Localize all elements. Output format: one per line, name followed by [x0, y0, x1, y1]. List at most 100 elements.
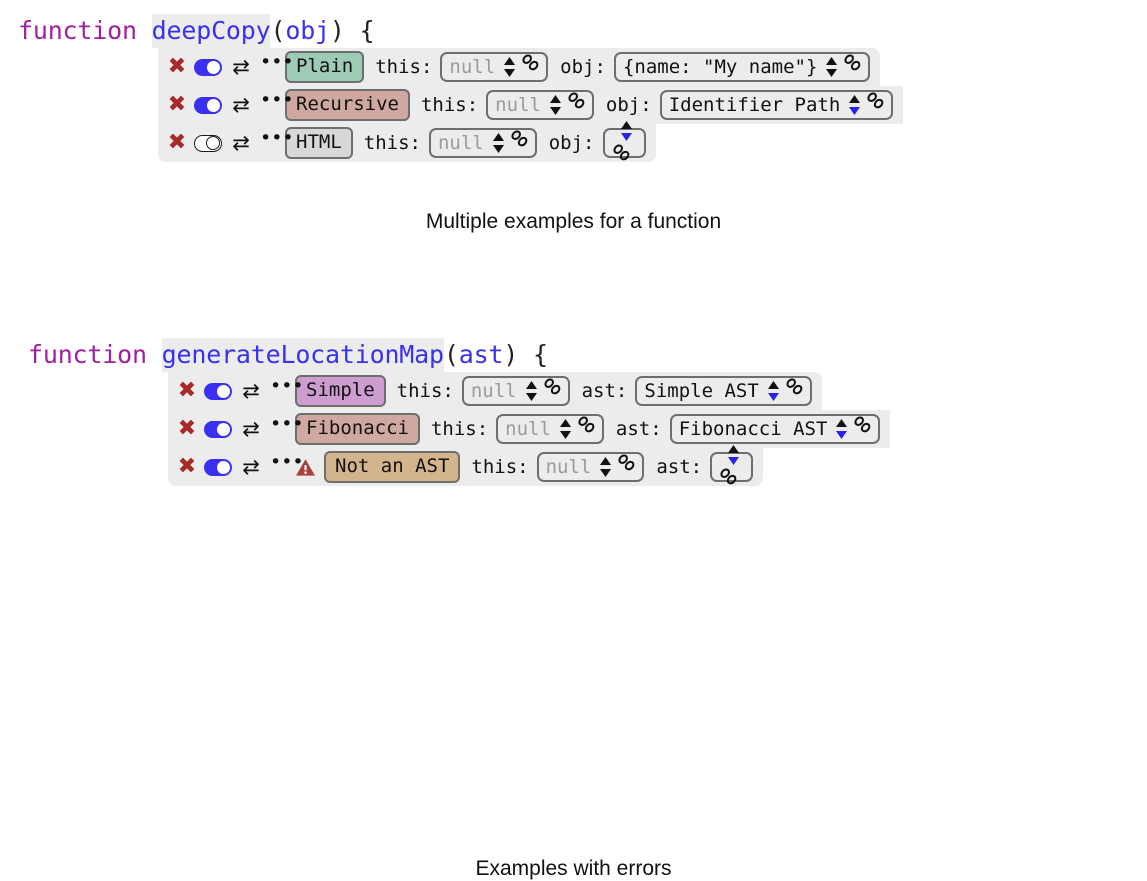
argument-value: null — [545, 455, 592, 478]
argument-value-field[interactable]: Fibonacci AST — [669, 414, 881, 444]
value-stepper[interactable] — [559, 418, 572, 440]
link-chain-icon[interactable] — [843, 53, 862, 72]
block-caption: Multiple examples for a function — [425, 210, 722, 233]
example-name-chip[interactable]: Recursive — [285, 89, 410, 121]
argument-value — [719, 444, 745, 490]
value-stepper[interactable] — [848, 94, 861, 116]
panel-wrapper: function generateLocationMap ( ast ) { ✖… — [0, 338, 1147, 486]
value-stepper[interactable] — [492, 132, 505, 154]
example-name-chip[interactable]: Fibonacci — [295, 413, 420, 445]
value-stepper[interactable] — [767, 380, 780, 402]
argument-label: ast: — [615, 418, 662, 440]
swap-arrows-icon[interactable]: ⇄ — [242, 378, 260, 403]
value-stepper[interactable] — [825, 56, 838, 78]
more-options-icon[interactable]: ••• — [260, 88, 294, 111]
swap-arrows-icon[interactable]: ⇄ — [242, 416, 260, 441]
value-stepper[interactable] — [599, 456, 612, 478]
value-stepper[interactable] — [525, 380, 538, 402]
close-x-icon[interactable]: ✖ — [177, 416, 197, 441]
link-chain-icon[interactable] — [866, 91, 885, 110]
enable-toggle[interactable] — [204, 458, 232, 476]
function-signature: function generateLocationMap ( ast ) { — [0, 338, 1147, 372]
argument-label: this: — [363, 132, 421, 154]
warning-triangle-icon[interactable] — [295, 458, 316, 477]
link-chain-icon[interactable] — [543, 377, 562, 396]
argument-value — [612, 120, 638, 166]
close-paren: ) — [329, 16, 345, 45]
argument-label: obj: — [605, 94, 652, 116]
function-signature: function deepCopy ( obj ) { — [0, 14, 1147, 48]
value-stepper[interactable] — [503, 56, 516, 78]
close-x-icon[interactable]: ✖ — [167, 54, 187, 79]
argument-value-field[interactable]: null — [536, 452, 645, 482]
enable-toggle[interactable] — [204, 420, 232, 438]
link-chain-icon[interactable] — [510, 129, 529, 148]
argument-value-field[interactable]: null — [440, 52, 549, 82]
argument-value-field[interactable] — [602, 120, 646, 160]
more-options-icon[interactable]: ••• — [270, 412, 304, 435]
argument-label: this: — [471, 456, 529, 478]
link-chain-icon[interactable] — [612, 143, 638, 162]
function-name: generateLocationMap — [161, 338, 444, 372]
argument-value-field[interactable]: null — [496, 414, 604, 444]
value-stepper[interactable] — [620, 120, 633, 142]
enable-toggle[interactable] — [194, 96, 222, 114]
open-brace: { — [344, 16, 375, 45]
argument-value-field[interactable]: null — [486, 90, 594, 120]
example-name-chip[interactable]: Simple — [295, 375, 386, 407]
link-chain-icon[interactable] — [785, 377, 804, 396]
value-stepper[interactable] — [835, 418, 848, 440]
argument-value-field[interactable] — [710, 444, 754, 484]
example-row: ✖ ⇄ •••HTML this: null obj: — [158, 120, 656, 162]
argument-label: this: — [375, 56, 433, 78]
link-chain-icon[interactable] — [521, 53, 540, 72]
keyword-function: function — [28, 340, 147, 369]
argument-value-field[interactable]: {name: "My name"} — [613, 52, 871, 82]
example-name-chip[interactable]: HTML — [285, 127, 353, 159]
sig-space — [137, 14, 152, 48]
example-block-generatelocationmap: function generateLocationMap ( ast ) { ✖… — [0, 338, 1147, 880]
example-name-chip[interactable]: Plain — [285, 51, 365, 83]
more-options-icon[interactable]: ••• — [270, 450, 304, 473]
argument-label: obj: — [548, 132, 595, 154]
argument-value: {name: "My name"} — [622, 55, 818, 78]
enable-toggle[interactable] — [204, 382, 232, 400]
swap-arrows-icon[interactable]: ⇄ — [232, 54, 250, 79]
enable-toggle[interactable] — [194, 134, 222, 152]
argument-value: Identifier Path — [668, 93, 841, 116]
swap-arrows-icon[interactable]: ⇄ — [242, 454, 260, 479]
link-chain-icon[interactable] — [577, 415, 596, 434]
argument-value: Fibonacci AST — [678, 417, 828, 440]
argument-value-field[interactable]: Identifier Path — [659, 90, 894, 120]
more-options-icon[interactable]: ••• — [260, 126, 294, 149]
link-chain-icon[interactable] — [719, 467, 745, 486]
open-brace: { — [518, 340, 548, 369]
close-x-icon[interactable]: ✖ — [167, 92, 187, 117]
link-chain-icon[interactable] — [853, 415, 872, 434]
argument-value: null — [437, 131, 484, 154]
argument-label: this: — [420, 94, 479, 116]
enable-toggle[interactable] — [194, 58, 222, 76]
more-options-icon[interactable]: ••• — [260, 50, 294, 73]
function-params: ast — [458, 340, 504, 369]
close-x-icon[interactable]: ✖ — [177, 454, 197, 479]
link-chain-icon[interactable] — [617, 453, 636, 472]
argument-value-field[interactable]: Simple AST — [635, 376, 812, 406]
value-stepper[interactable] — [549, 94, 562, 116]
argument-value-field[interactable]: null — [428, 128, 537, 158]
value-stepper[interactable] — [727, 444, 740, 466]
close-x-icon[interactable]: ✖ — [177, 378, 197, 403]
example-name-chip[interactable]: Not an AST — [324, 451, 461, 483]
link-chain-icon[interactable] — [567, 91, 586, 110]
swap-arrows-icon[interactable]: ⇄ — [232, 92, 250, 117]
more-options-icon[interactable]: ••• — [270, 374, 304, 397]
argument-value: null — [505, 417, 551, 440]
swap-arrows-icon[interactable]: ⇄ — [232, 130, 250, 155]
close-x-icon[interactable]: ✖ — [167, 130, 187, 155]
example-row: ✖ ⇄ •••Recursive this: null obj: Identifier Pa… — [158, 86, 904, 124]
argument-value-field[interactable]: null — [461, 376, 570, 406]
